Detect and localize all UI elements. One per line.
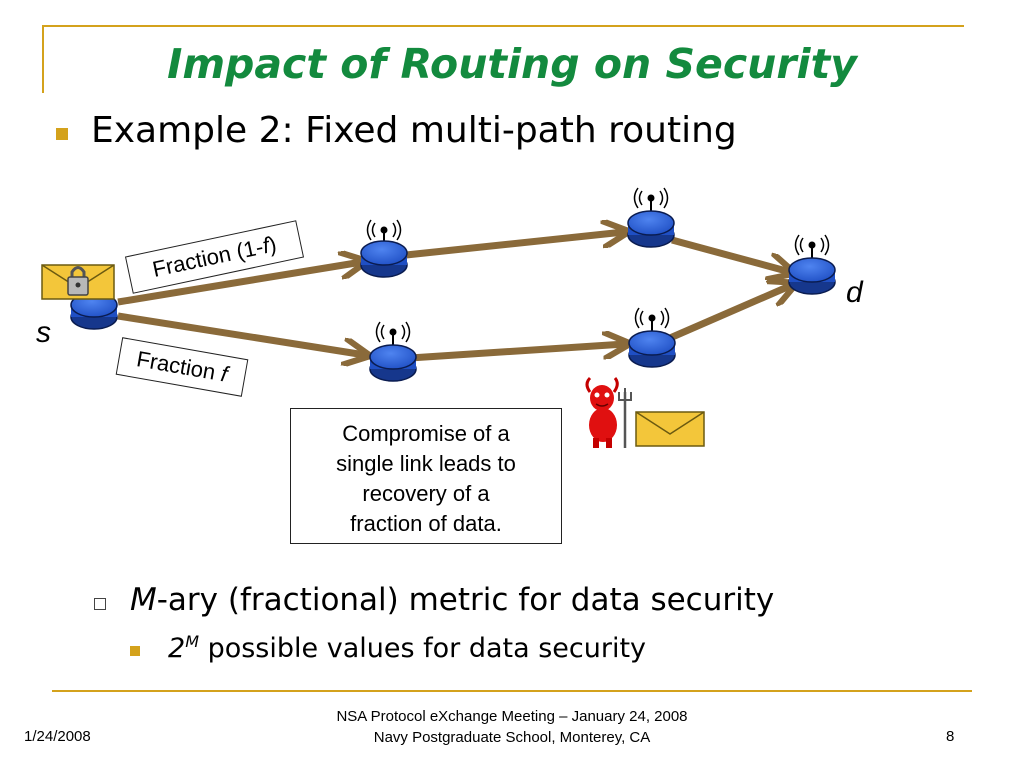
callout-line: Compromise of a bbox=[342, 421, 510, 446]
link-top1-to-top2 bbox=[405, 232, 624, 259]
source-label: s bbox=[36, 316, 51, 349]
slide-title: Impact of Routing on Security bbox=[167, 40, 857, 88]
bullet-marker bbox=[56, 128, 68, 140]
footer-event: NSA Protocol eXchange Meeting – January … bbox=[240, 706, 784, 748]
node-bottom2 bbox=[628, 307, 676, 368]
compromise-callout: Compromise of a single link leads to rec… bbox=[290, 408, 562, 544]
link-s-to-top1 bbox=[117, 262, 362, 306]
sub-sub-bullet-text: 2M possible values for data security bbox=[168, 632, 647, 664]
link-s-to-bottom1 bbox=[117, 312, 365, 355]
footer-line: NSA Protocol eXchange Meeting – January … bbox=[336, 708, 688, 725]
callout-line: fraction of data. bbox=[350, 511, 502, 536]
link-bottom2-to-dest bbox=[668, 285, 792, 342]
link-top2-to-dest bbox=[671, 236, 790, 272]
footer-rule bbox=[52, 690, 972, 692]
sub-bullet-text: M-ary (fractional) metric for data secur… bbox=[130, 582, 775, 618]
title-frame-left bbox=[42, 25, 44, 93]
title-frame-top bbox=[42, 25, 964, 27]
node-bottom1 bbox=[369, 321, 417, 382]
sub-sub-bullet-marker bbox=[130, 646, 140, 656]
destination-label: d bbox=[846, 276, 863, 309]
callout-line: single link leads to bbox=[336, 451, 516, 476]
bullet-text: Example 2: Fixed multi-path routing bbox=[91, 110, 737, 151]
devil-attacker-icon bbox=[585, 376, 632, 448]
node-top2 bbox=[627, 187, 675, 248]
intercepted-envelope-icon bbox=[635, 411, 705, 447]
footer-date: 1/24/2008 bbox=[24, 728, 91, 745]
locked-envelope-icon bbox=[41, 264, 115, 300]
node-destination bbox=[788, 234, 836, 295]
link-bottom1-to-bottom2 bbox=[409, 344, 625, 362]
footer-line: Navy Postgraduate School, Monterey, CA bbox=[373, 729, 651, 746]
node-top1 bbox=[360, 219, 408, 278]
sub-bullet-marker bbox=[94, 598, 106, 610]
page-number: 8 bbox=[946, 728, 955, 745]
callout-line: recovery of a bbox=[362, 481, 490, 506]
